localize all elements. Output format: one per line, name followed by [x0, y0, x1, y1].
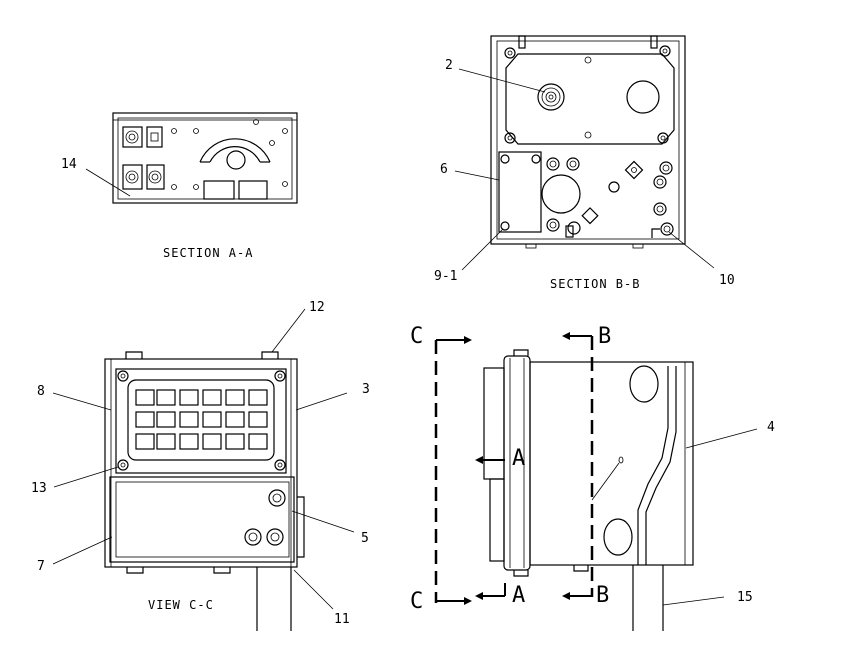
caption-section-a-a: SECTION A-A — [163, 246, 253, 260]
marker-b-bottom: B — [596, 583, 609, 608]
callout-6: 6 — [440, 162, 448, 177]
callout-9-1: 9-1 — [434, 269, 457, 284]
callout-10: 10 — [719, 273, 735, 288]
section-cut-lines — [434, 332, 594, 605]
marker-a-bottom: A — [512, 583, 525, 608]
caption-view-c-c: VIEW C-C — [148, 598, 214, 612]
section-b-b-view — [490, 35, 686, 249]
caption-section-b-b: SECTION B-B — [550, 277, 640, 291]
view-c-c — [104, 351, 305, 631]
side-view — [483, 349, 694, 631]
callout-3: 3 — [362, 382, 370, 397]
keypad-keys — [135, 389, 268, 450]
callout-2: 2 — [445, 58, 453, 73]
callout-5: 5 — [361, 531, 369, 546]
marker-a-mid: A — [512, 446, 525, 471]
callout-4: 4 — [767, 420, 775, 435]
callout-15: 15 — [737, 590, 753, 605]
leader-lines — [52, 68, 758, 610]
marker-b-top: B — [598, 324, 611, 349]
callout-12: 12 — [309, 300, 325, 315]
callout-7: 7 — [37, 559, 45, 574]
callout-13: 13 — [31, 481, 47, 496]
callout-14: 14 — [61, 157, 77, 172]
callout-8: 8 — [37, 384, 45, 399]
marker-c-bottom: C — [410, 589, 423, 614]
callout-11: 11 — [334, 612, 350, 627]
section-a-a-view — [112, 112, 298, 204]
marker-c-top: C — [410, 324, 423, 349]
